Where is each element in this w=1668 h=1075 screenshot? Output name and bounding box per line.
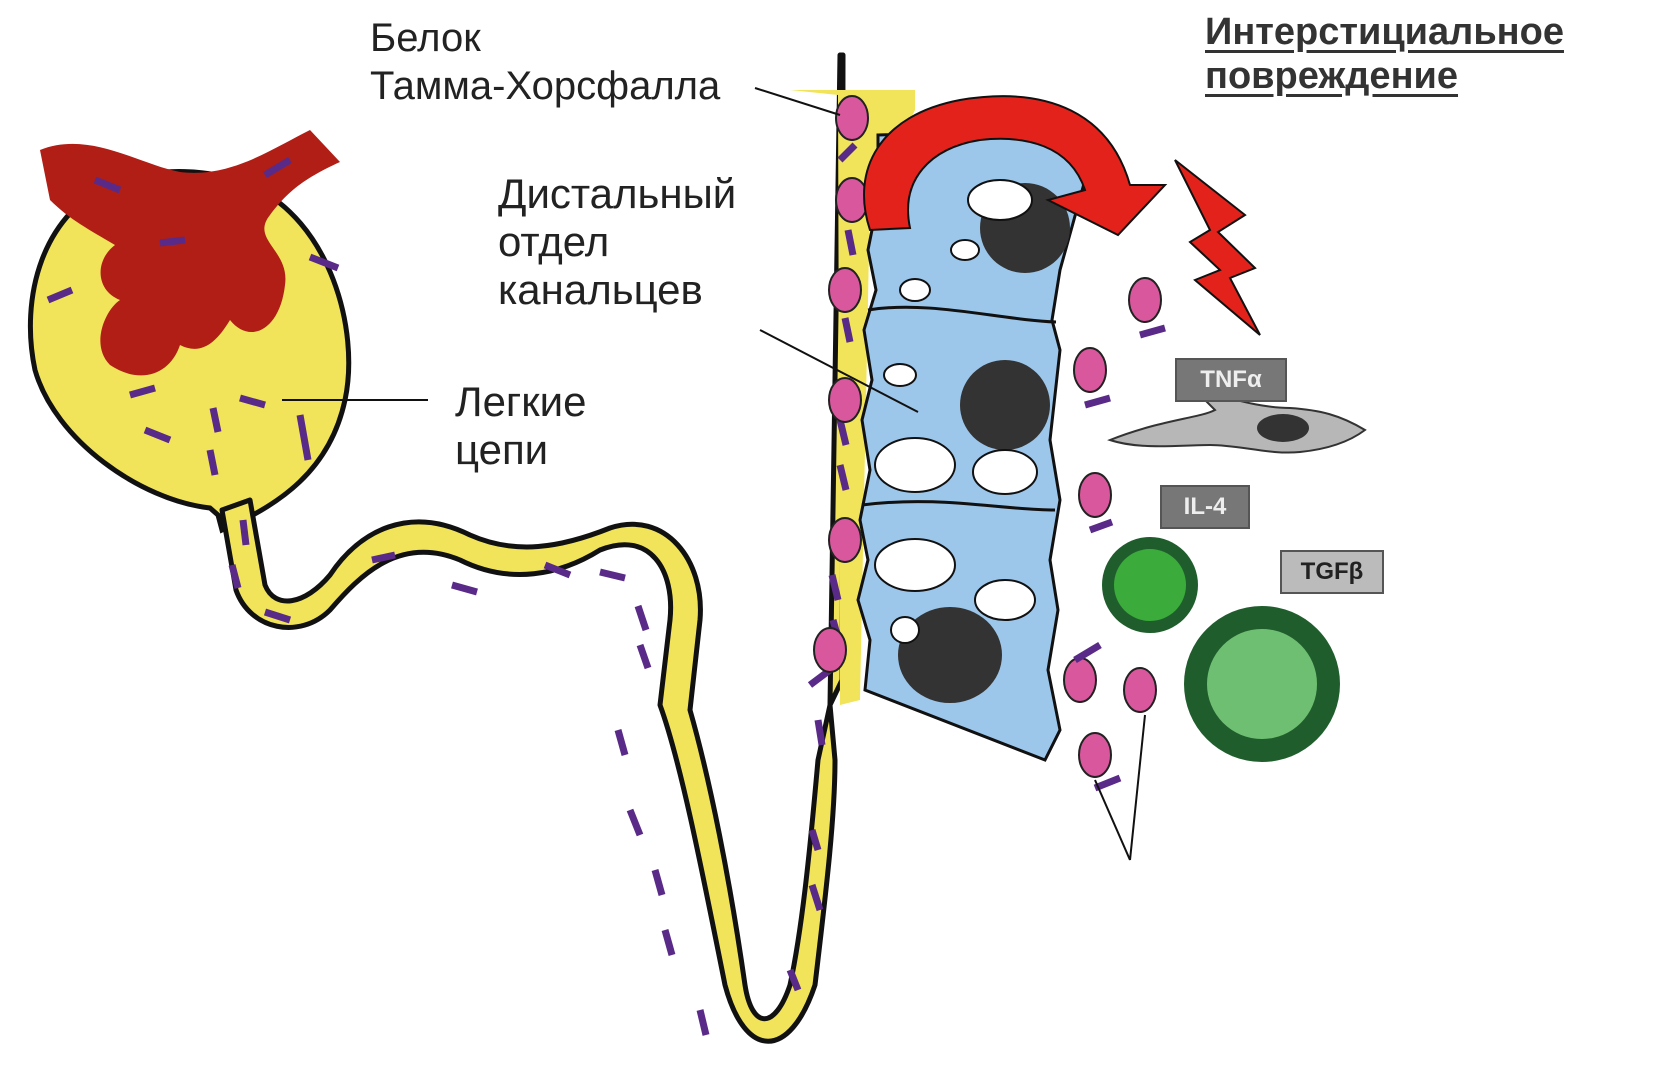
light-chains-line-2: цепи — [455, 426, 586, 474]
light-chains-line-1: Легкие — [455, 378, 586, 426]
tamm-horsfall-line-1: Белок — [370, 14, 720, 62]
fibroblast-nucleus — [1257, 414, 1309, 442]
interstitial-injury-line-2: повреждение — [1205, 54, 1564, 98]
tnf-badge: TNFα — [1175, 358, 1287, 402]
distal-tubule-line-3: канальцев — [498, 266, 736, 314]
il4-badge: IL-4 — [1160, 485, 1250, 529]
tgf-badge: TGFβ — [1280, 550, 1384, 594]
light-chains-label: Легкие цепи — [455, 378, 586, 474]
interstitial-injury-line-1: Интерстициальное — [1205, 10, 1564, 54]
interstitial-injury-title: Интерстициальное повреждение — [1205, 10, 1564, 98]
distal-tubule-line-2: отдел — [498, 218, 736, 266]
distal-tubule-label: Дистальный отдел канальцев — [498, 170, 736, 314]
lightning-bolt-icon — [1175, 160, 1260, 335]
tamm-horsfall-label: Белок Тамма-Хорсфалла — [370, 14, 720, 110]
distal-tubule-line-1: Дистальный — [498, 170, 736, 218]
tamm-horsfall-line-2: Тамма-Хорсфалла — [370, 62, 720, 110]
